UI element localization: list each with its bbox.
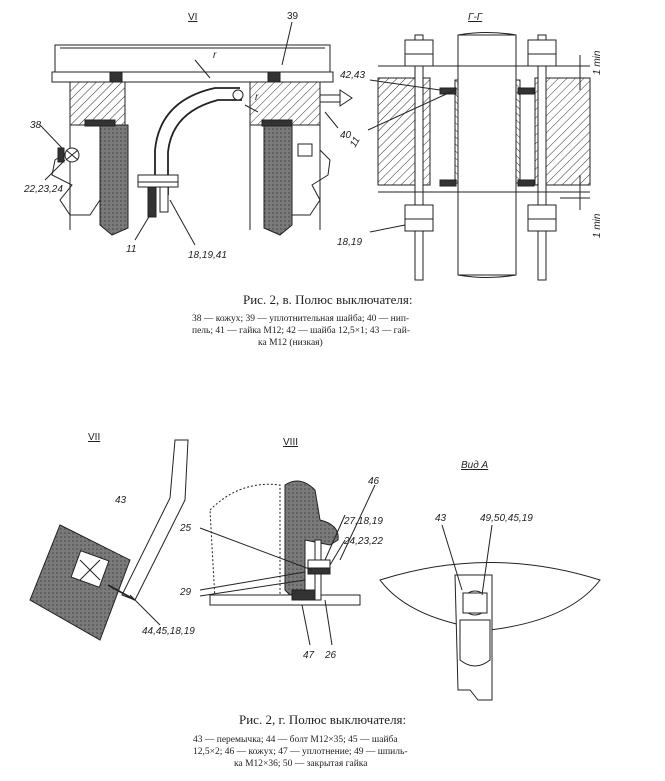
dim-1min-top: 1 min xyxy=(592,50,603,75)
callout-25: 25 xyxy=(179,523,192,534)
callout-26: 26 xyxy=(324,650,337,661)
callout-11-right: 11 xyxy=(348,135,363,149)
callout-39: 39 xyxy=(287,11,299,22)
legend-2v-line-2: пель; 41 — гайка М12; 42 — шайба 12,5×1;… xyxy=(192,325,410,336)
legend-2v-line-3: ка М12 (низкая) xyxy=(258,337,323,348)
callout-38: 38 xyxy=(30,120,42,131)
legend-2g-line-2: 12,5×2; 46 — кожух; 47 — уплотнение; 49 … xyxy=(193,747,408,757)
callout-27-18-19: 27,18,19 xyxy=(343,516,383,527)
view-label-viii: VIII xyxy=(283,437,298,448)
callout-24-23-22: 24,23,22 xyxy=(343,536,383,547)
caption-fig-2g: Рис. 2, г. Полюс выключателя: xyxy=(239,712,406,727)
view-label-vi: VI xyxy=(188,12,197,23)
callout-43-left: 43 xyxy=(115,495,127,506)
legend-2g-line-3: ка М12×36; 50 — закрытая гайка xyxy=(234,758,368,769)
callout-18-19: 18,19 xyxy=(337,237,362,248)
section-label-gg: Г-Г xyxy=(468,12,484,23)
callout-18-19-41: 18,19,41 xyxy=(188,250,227,261)
callout-40: 40 xyxy=(340,130,352,141)
callout-22-23-24: 22,23,24 xyxy=(23,184,63,195)
legend-2g-line-1: 43 — перемычка; 44 — болт М12×35; 45 — ш… xyxy=(193,734,398,745)
view-label-a: Вид А xyxy=(461,460,489,471)
view-vi-drawing xyxy=(39,21,353,246)
callout-47: 47 xyxy=(303,650,315,661)
view-label-vii: VII xyxy=(88,432,100,443)
view-viii-drawing xyxy=(199,480,376,646)
dim-1min-bottom: 1 min xyxy=(592,213,603,238)
section-gg-drawing xyxy=(367,32,591,281)
dim-r-top: r xyxy=(213,50,217,61)
callout-49-50-45-19: 49,50,45,19 xyxy=(480,513,533,524)
view-a-drawing xyxy=(379,524,601,701)
callout-46: 46 xyxy=(368,476,380,487)
view-vii-drawing xyxy=(29,439,189,641)
dim-r-right: r xyxy=(255,92,259,103)
callout-29: 29 xyxy=(179,587,192,598)
callout-43-right: 43 xyxy=(435,513,447,524)
callout-44-45-18-19: 44,45,18,19 xyxy=(142,626,195,637)
callout-11-left: 11 xyxy=(126,244,136,255)
legend-2v-line-1: 38 — кожух; 39 — уплотнительная шайба; 4… xyxy=(192,313,409,324)
caption-fig-2v: Рис. 2, в. Полюс выключателя: xyxy=(243,292,412,307)
callout-42-43: 42,43 xyxy=(340,70,365,81)
